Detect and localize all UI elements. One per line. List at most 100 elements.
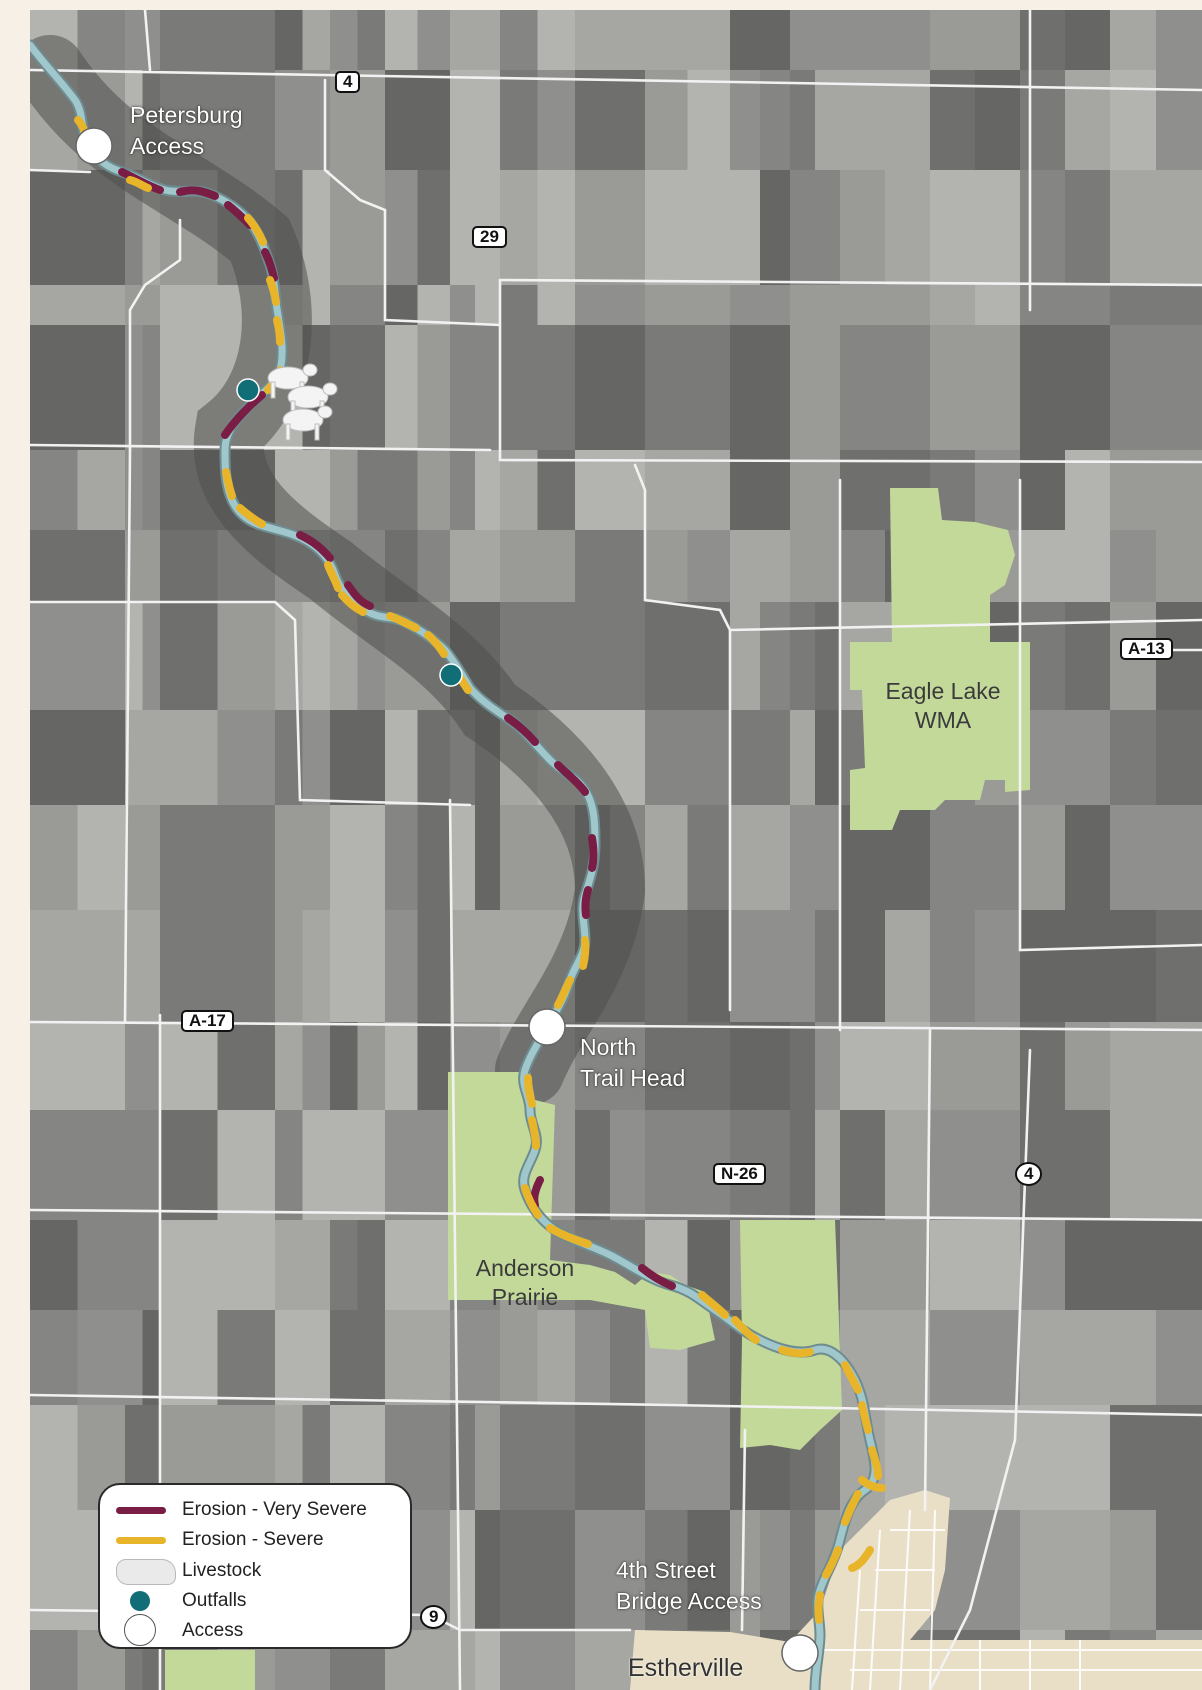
field-parcel bbox=[330, 910, 385, 1022]
road-4-east-shield: 4 bbox=[1015, 1162, 1043, 1186]
field-parcel bbox=[160, 1310, 218, 1405]
field-parcel bbox=[930, 1405, 1020, 1510]
field-parcel bbox=[450, 450, 475, 530]
field-parcel bbox=[330, 1310, 358, 1405]
field-parcel bbox=[275, 1310, 330, 1405]
field-parcel bbox=[125, 1220, 160, 1310]
field-parcel bbox=[575, 1110, 610, 1220]
field-parcel bbox=[30, 450, 78, 530]
field-parcel bbox=[302, 602, 330, 710]
field-parcel bbox=[417, 530, 450, 602]
field-parcel bbox=[687, 1510, 730, 1630]
field-parcel bbox=[500, 1310, 538, 1405]
field-parcel bbox=[760, 170, 790, 285]
field-parcel bbox=[450, 70, 500, 170]
road-n26-shield: N-26 bbox=[713, 1163, 766, 1185]
field-parcel bbox=[840, 170, 885, 285]
road-9-shield: 9 bbox=[420, 1605, 448, 1629]
field-parcel bbox=[930, 285, 975, 325]
field-parcel bbox=[840, 910, 885, 1022]
field-parcel bbox=[500, 70, 538, 170]
field-parcel bbox=[125, 710, 160, 805]
field-parcel bbox=[1110, 1510, 1156, 1630]
field-parcel bbox=[1156, 1405, 1202, 1510]
field-parcel bbox=[930, 170, 1020, 285]
field-parcel bbox=[730, 70, 760, 170]
field-parcel bbox=[385, 285, 418, 325]
field-parcel bbox=[275, 1110, 303, 1220]
field-parcel bbox=[730, 710, 790, 805]
field-parcel bbox=[77, 170, 125, 285]
field-parcel bbox=[125, 1022, 160, 1110]
field-parcel bbox=[1110, 1310, 1156, 1405]
field-parcel bbox=[160, 805, 275, 910]
field-parcel bbox=[815, 1110, 840, 1220]
field-parcel bbox=[30, 805, 78, 910]
field-parcel bbox=[1110, 1110, 1202, 1220]
field-parcel bbox=[537, 450, 575, 530]
field-parcel bbox=[330, 710, 358, 805]
field-parcel bbox=[790, 170, 840, 285]
field-parcel bbox=[1110, 10, 1156, 70]
field-parcel bbox=[815, 910, 840, 1022]
field-parcel bbox=[645, 70, 688, 170]
field-parcel bbox=[500, 285, 538, 325]
field-parcel bbox=[687, 70, 730, 170]
field-parcel bbox=[930, 10, 1020, 70]
field-parcel bbox=[357, 1310, 385, 1405]
field-parcel bbox=[385, 10, 418, 70]
field-parcel bbox=[500, 1405, 575, 1510]
field-parcel bbox=[1110, 70, 1156, 170]
field-parcel bbox=[1020, 530, 1110, 602]
field-parcel bbox=[687, 805, 730, 910]
field-parcel bbox=[450, 1405, 475, 1510]
field-parcel bbox=[1110, 1022, 1202, 1110]
field-parcel bbox=[30, 710, 125, 805]
legend-label: Livestock bbox=[182, 1560, 262, 1581]
field-parcel bbox=[1156, 530, 1202, 602]
field-parcel bbox=[730, 602, 760, 710]
road-29-shield: 29 bbox=[472, 226, 507, 248]
field-parcel bbox=[1020, 910, 1110, 1022]
field-parcel bbox=[645, 805, 688, 910]
field-parcel bbox=[30, 1630, 78, 1690]
field-parcel bbox=[357, 1220, 385, 1310]
field-parcel bbox=[687, 530, 730, 602]
field-parcel bbox=[1110, 170, 1202, 285]
field-parcel bbox=[357, 450, 385, 530]
field-parcel bbox=[730, 530, 790, 602]
field-parcel bbox=[417, 170, 450, 285]
field-parcel bbox=[790, 10, 840, 70]
field-parcel bbox=[1156, 710, 1202, 805]
field-parcel bbox=[385, 710, 418, 805]
field-parcel bbox=[1065, 805, 1110, 910]
field-parcel bbox=[1020, 70, 1065, 170]
field-parcel bbox=[417, 1022, 450, 1110]
eagle-lake-wma-label: Eagle Lake WMA bbox=[885, 678, 1001, 733]
field-parcel bbox=[385, 325, 418, 450]
field-parcel bbox=[475, 1630, 500, 1690]
legend-item-severe: Erosion - Severe bbox=[100, 1525, 400, 1555]
field-parcel bbox=[30, 170, 78, 285]
field-parcel bbox=[450, 285, 475, 325]
field-parcel bbox=[30, 530, 125, 602]
field-parcel bbox=[1020, 805, 1065, 910]
field-parcel bbox=[330, 325, 385, 450]
field-parcel bbox=[30, 1220, 78, 1310]
field-parcel bbox=[160, 602, 218, 710]
field-parcel bbox=[575, 325, 645, 450]
field-parcel bbox=[790, 602, 815, 710]
field-parcel bbox=[417, 285, 450, 325]
cow-icon bbox=[287, 382, 338, 418]
field-parcel bbox=[217, 710, 275, 805]
map[interactable]: Petersburg Access North Trail Head 4th S… bbox=[30, 10, 1202, 1690]
field-parcel bbox=[975, 805, 1020, 910]
eagle-lake-wma-area bbox=[850, 488, 1030, 830]
field-parcel bbox=[537, 70, 575, 170]
field-parcel bbox=[125, 325, 143, 450]
field-parcel bbox=[687, 710, 730, 805]
legend-item-outfalls: Outfalls bbox=[100, 1586, 400, 1616]
field-parcel bbox=[357, 1022, 385, 1110]
field-parcel bbox=[790, 285, 815, 325]
field-parcel bbox=[610, 1310, 645, 1405]
